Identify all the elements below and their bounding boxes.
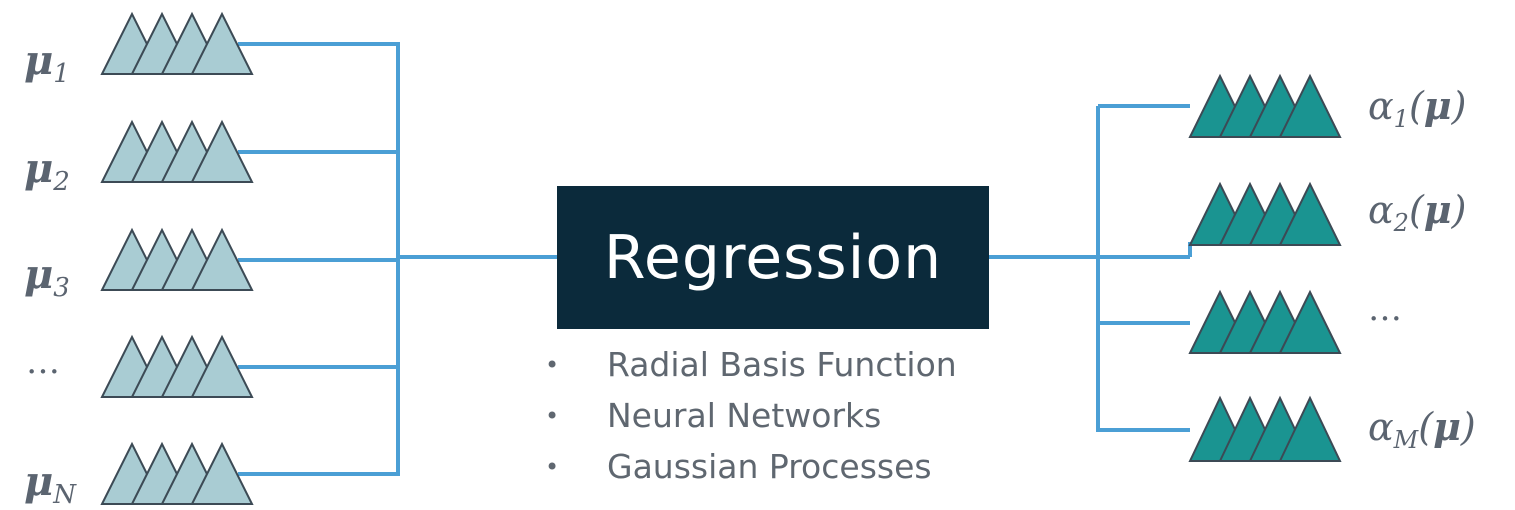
- method-item: • Gaussian Processes: [545, 444, 957, 495]
- output-triangle-group: [1188, 73, 1342, 138]
- output-label-m: αM(μ): [1368, 404, 1476, 454]
- method-label: Neural Networks: [607, 396, 882, 435]
- output-ellipsis: …: [1368, 289, 1402, 329]
- method-item: • Neural Networks: [545, 393, 957, 444]
- triangle-icon: [190, 441, 254, 505]
- input-ellipsis: …: [26, 342, 60, 382]
- triangle-icon: [190, 119, 254, 183]
- triangle-icon: [190, 227, 254, 291]
- input-label-2: μ2: [24, 145, 70, 197]
- regression-label: Regression: [603, 222, 943, 293]
- input-label-n: μN: [24, 458, 77, 510]
- method-label: Radial Basis Function: [607, 345, 957, 384]
- output-triangle-group: [1188, 181, 1342, 246]
- method-label: Gaussian Processes: [607, 447, 932, 486]
- triangle-icon: [1278, 73, 1342, 138]
- input-triangle-group: [100, 441, 254, 505]
- triangle-icon: [1278, 181, 1342, 246]
- triangle-icon: [190, 11, 254, 75]
- input-triangle-group: [100, 334, 254, 398]
- regression-methods-list: •Radial Basis Function •Neural Networks …: [545, 342, 957, 495]
- input-label-3: μ3: [24, 251, 70, 303]
- input-triangle-group: [100, 227, 254, 291]
- output-label-1: α1(μ): [1368, 83, 1467, 133]
- triangle-icon: [190, 334, 254, 398]
- input-label-1: μ1: [24, 37, 70, 89]
- bullet-icon: •: [545, 351, 560, 379]
- output-label-2: α2(μ): [1368, 187, 1467, 237]
- input-triangle-group: [100, 119, 254, 183]
- input-triangle-group: [100, 11, 254, 75]
- triangle-icon: [1278, 395, 1342, 462]
- bullet-icon: •: [545, 453, 560, 481]
- method-item: • Radial Basis Function: [545, 342, 957, 393]
- regression-box: Regression: [557, 186, 989, 329]
- bullet-icon: •: [545, 402, 560, 430]
- triangle-icon: [1278, 289, 1342, 354]
- output-triangle-group: [1188, 289, 1342, 354]
- output-triangle-group: [1188, 395, 1342, 462]
